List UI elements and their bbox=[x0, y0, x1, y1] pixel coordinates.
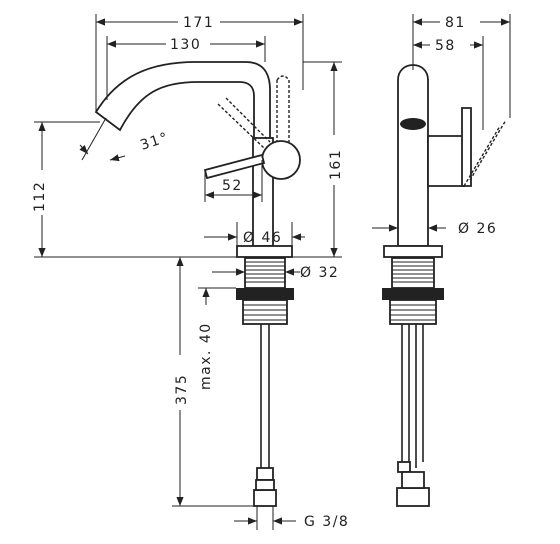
dim-46-label: Ø 46 bbox=[243, 230, 282, 246]
dim-161-label: 161 bbox=[328, 149, 344, 180]
front-dimensions bbox=[34, 14, 342, 530]
supply-hoses bbox=[260, 324, 270, 468]
dim-32-label: Ø 32 bbox=[300, 265, 339, 281]
thread-lines bbox=[245, 261, 285, 283]
side-dimensions bbox=[372, 14, 511, 232]
lever-hub bbox=[261, 140, 301, 180]
dim-112-label: 112 bbox=[32, 181, 48, 212]
aerator bbox=[400, 118, 426, 130]
dim-26-label: Ø 26 bbox=[458, 221, 497, 237]
dim-thread-label: G 3/8 bbox=[304, 514, 349, 530]
dim-angle-label: 31° bbox=[138, 130, 171, 154]
side-body bbox=[397, 64, 429, 247]
side-lever bbox=[461, 107, 472, 187]
front-view bbox=[81, 61, 301, 507]
dim-171-label: 171 bbox=[183, 15, 214, 31]
dim-52-label: 52 bbox=[222, 178, 243, 194]
side-lever-base bbox=[427, 135, 465, 187]
side-lever-alt bbox=[463, 119, 507, 187]
side-view bbox=[382, 64, 507, 507]
dim-81-label: 81 bbox=[445, 15, 466, 31]
lever-alt-position bbox=[217, 97, 271, 149]
dim-58-label: 58 bbox=[435, 38, 456, 54]
mounting-nut bbox=[236, 288, 294, 300]
lever-alt-position-vertical bbox=[276, 75, 290, 142]
dim-375-label: 375 bbox=[174, 374, 190, 405]
hose-nut bbox=[253, 489, 277, 507]
base-flange bbox=[236, 245, 293, 258]
hose-fitting bbox=[256, 467, 274, 481]
dim-max40-label: max. 40 bbox=[198, 322, 214, 390]
dim-130-label: 130 bbox=[170, 37, 201, 53]
lever-handle bbox=[203, 153, 266, 180]
